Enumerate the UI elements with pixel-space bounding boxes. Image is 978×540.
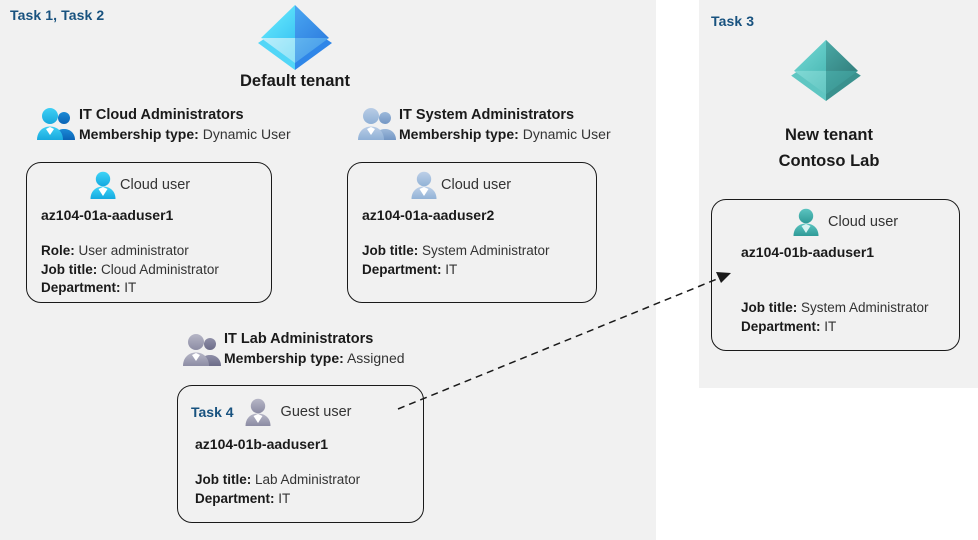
attr-label: Department: [362,261,442,277]
group-users-icon [37,107,77,141]
card-attributes: Role: User administrator Job title: Clou… [41,242,219,298]
card-user-name: az104-01a-aaduser2 [362,207,495,223]
card-user-name: az104-01b-aaduser1 [741,244,875,260]
membership-value: Dynamic User [522,126,611,142]
attr-row: Job title: System Administrator [362,242,550,261]
cloud-user-icon [793,208,819,236]
azure-ad-tenant-icon [789,37,863,101]
attr-value: IT [278,490,291,506]
attr-row: Role: User administrator [41,242,219,261]
default-tenant-name: Default tenant [239,72,350,90]
attr-label: Job title: [741,300,798,315]
attr-row: Department: IT [362,261,550,280]
card-user-name: az104-01a-aaduser1 [41,207,174,223]
group-users-icon [183,333,223,367]
task-label-1-2: Task 1, Task 2 [10,7,105,23]
card-user-type: Cloud user [828,214,899,230]
attr-row: Department: IT [741,318,929,337]
attr-value: IT [124,280,137,295]
card-user-type: Cloud user [120,177,191,193]
user-card-az104-01a-aaduser2[interactable]: Cloud user az104-01a-aaduser2 Job title:… [347,162,597,303]
new-tenant-name-line2: Contoso Lab [778,152,880,170]
group-membership: Membership type: Dynamic User [79,125,291,144]
task-label-4: Task 4 [191,404,234,420]
attr-value: System Administrator [422,243,550,258]
user-card-az104-01a-aaduser1[interactable]: Cloud user az104-01a-aaduser1 Role: User… [26,162,272,303]
attr-label: Department: [195,490,275,506]
card-user-type-row: Task 4 Guest user [191,398,351,426]
card-user-type-row: Cloud user [90,171,190,199]
attr-label: Department: [741,318,821,334]
cloud-user-icon [411,171,437,199]
cloud-user-icon [90,171,116,199]
attr-value: Lab Administrator [255,472,361,487]
group-membership: Membership type: Assigned [224,349,405,368]
attr-label: Department: [41,280,121,295]
membership-value: Assigned [346,350,405,366]
group-title: IT System Administrators [399,107,575,123]
attr-row: Department: IT [41,279,219,298]
group-title: IT Lab Administrators [224,331,374,347]
membership-label: Membership type: [79,126,199,142]
attr-value: IT [445,261,458,277]
guest-user-icon [245,398,271,426]
user-card-az104-01b-aaduser1-guest[interactable]: Task 4 Guest user az104-01b-aaduser1 Job… [177,385,424,523]
attr-value: Cloud Administrator [101,261,219,277]
group-header-it-system-administrators: IT System Administrators Membership type… [399,106,611,144]
group-users-icon [358,107,398,141]
attr-row: Job title: Cloud Administrator [41,261,219,280]
attr-value: System Administrator [801,300,929,315]
card-user-type-row: Cloud user [793,208,898,236]
card-user-type: Guest user [280,404,352,420]
attr-row: Job title: System Administrator [741,299,929,318]
attr-row: Job title: Lab Administrator [195,471,360,490]
group-title: IT Cloud Administrators [79,107,244,123]
card-user-type: Cloud user [441,177,512,193]
new-tenant-name-line1: New tenant [784,126,873,144]
card-attributes: Job title: System Administrator Departme… [741,299,929,336]
card-attributes: Job title: Lab Administrator Department:… [195,471,360,508]
attr-label: Job title: [41,261,98,277]
group-header-it-lab-administrators: IT Lab Administrators Membership type: A… [224,330,405,368]
membership-label: Membership type: [399,126,519,142]
attr-value: IT [824,318,837,334]
card-user-type-row: Cloud user [411,171,511,199]
azure-ad-tenant-icon [256,2,334,70]
attr-row: Department: IT [195,490,360,509]
attr-label: Role: [41,243,75,258]
card-attributes: Job title: System Administrator Departme… [362,242,550,279]
attr-label: Job title: [362,243,419,258]
attr-label: Job title: [195,472,252,487]
attr-value: User administrator [78,243,189,258]
group-membership: Membership type: Dynamic User [399,125,611,144]
card-user-name: az104-01b-aaduser1 [195,436,329,452]
membership-label: Membership type: [224,350,344,366]
membership-value: Dynamic User [202,126,291,142]
group-header-it-cloud-administrators: IT Cloud Administrators Membership type:… [79,106,291,144]
user-card-az104-01b-aaduser1-new-tenant[interactable]: Cloud user az104-01b-aaduser1 Job title:… [711,199,960,351]
task-label-3: Task 3 [711,13,755,29]
